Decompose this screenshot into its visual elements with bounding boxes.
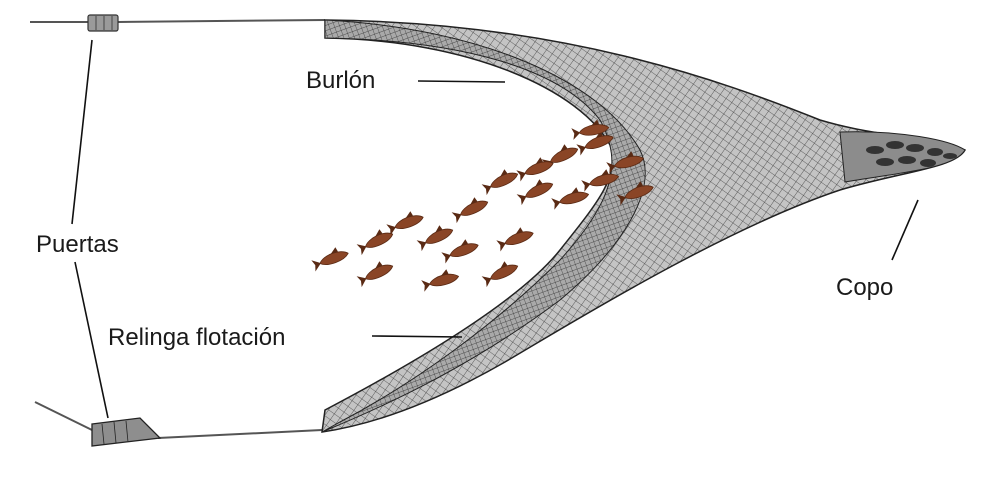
fish-icon [421,269,460,292]
leader-lines [71,39,919,419]
fish-icon [311,247,349,272]
fish-icon [441,239,479,264]
trawl-door-lower-icon [91,417,162,447]
fish-icon [571,119,610,140]
burlon-leader [417,80,506,83]
fish-icon [386,211,424,236]
copo-leader [891,199,919,261]
puertas-leader-upper [71,39,93,225]
fish-icon [356,229,394,256]
fish-icon [516,179,554,206]
label-burlon: Burlón [306,67,375,94]
label-copo: Copo [836,274,893,301]
fish-icon [606,151,645,174]
fish-icon [416,225,454,252]
fish-icon [481,261,519,288]
fish-icon [581,169,620,192]
relinga-leader [371,335,463,338]
trawl-door-upper-icon [87,14,119,32]
fish-icon [356,261,394,288]
fish-icon [451,197,489,224]
fish-icon [551,187,590,210]
cod-end-catch [866,141,957,167]
fish-icon [616,181,654,206]
warp-cables [30,19,326,439]
fish-icon [481,169,519,196]
label-puertas: Puertas [36,231,119,258]
fish-icon [496,227,534,252]
puertas-leader-lower [74,261,109,419]
fish-school [311,119,654,292]
fish-icon [516,157,554,182]
label-relinga-flotacion: Relinga flotación [108,324,285,351]
